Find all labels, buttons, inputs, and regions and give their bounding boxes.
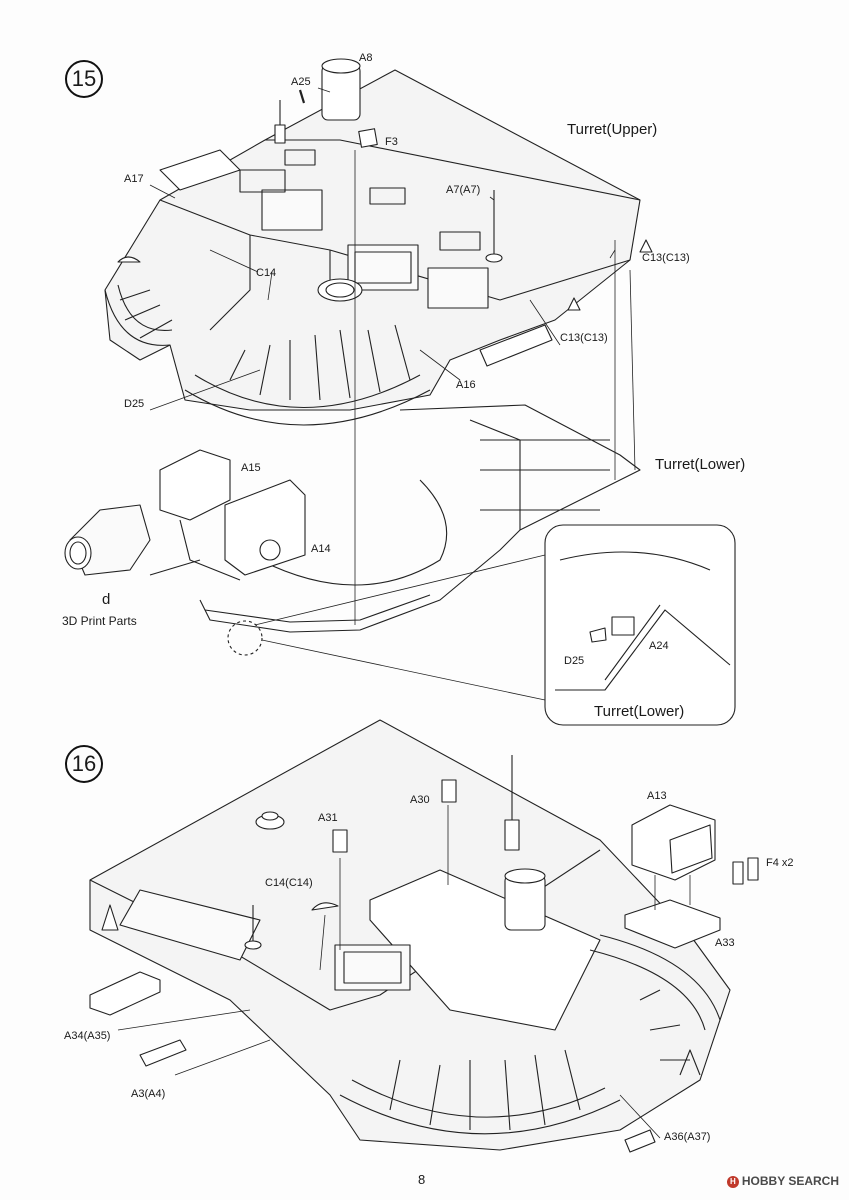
turret-lower-title: Turret(Lower) <box>655 456 746 473</box>
print-part-caption: 3D Print Parts <box>62 614 137 628</box>
part-label-a25: A25 <box>291 76 311 88</box>
turret-complete-drawing <box>89 719 759 1153</box>
step-15-marker: 15 <box>65 60 103 98</box>
print-part-letter: d <box>102 591 111 608</box>
step-16-marker: 16 <box>65 745 103 783</box>
part-label-a17: A17 <box>124 173 144 185</box>
part-label-a31: A31 <box>318 812 338 824</box>
turret-lower-drawing <box>199 404 641 633</box>
part-label-a13: A13 <box>647 790 667 802</box>
part-label-f4: F4 x2 <box>766 857 794 869</box>
part-label-a24: A24 <box>649 640 669 652</box>
part-label-c13-right: C13(C13) <box>642 252 690 264</box>
part-label-a30: A30 <box>410 794 430 806</box>
part-label-a8: A8 <box>359 52 373 64</box>
part-label-a34: A34(A35) <box>64 1030 111 1042</box>
part-label-a16: A16 <box>456 379 476 391</box>
part-label-c13-left: C13(C13) <box>560 332 608 344</box>
hobby-search-logo-icon: H <box>726 1176 739 1188</box>
part-label-c14-step16: C14(C14) <box>265 877 313 889</box>
part-label-a14: A14 <box>311 543 331 555</box>
detail-turret-lower-title: Turret(Lower) <box>594 703 685 720</box>
part-label-d25: D25 <box>124 398 145 410</box>
turret-upper-title: Turret(Upper) <box>567 121 658 138</box>
turret-upper-drawing <box>104 58 653 426</box>
part-label-f3: F3 <box>385 136 398 148</box>
watermark-text: HOBBY SEARCH <box>741 1174 839 1188</box>
part-label-a3: A3(A4) <box>131 1088 166 1100</box>
part-label-a36: A36(A37) <box>664 1131 711 1143</box>
a14-a15-drawing <box>149 449 306 581</box>
page-number: 8 <box>418 1172 426 1187</box>
part-label-c14: C14 <box>256 267 277 279</box>
part-label-d25-detail: D25 <box>564 655 585 667</box>
part-label-a33: A33 <box>715 937 735 949</box>
part-label-a15: A15 <box>241 462 261 474</box>
part-label-a7: A7(A7) <box>446 184 481 196</box>
print-part-drawing <box>64 504 151 576</box>
